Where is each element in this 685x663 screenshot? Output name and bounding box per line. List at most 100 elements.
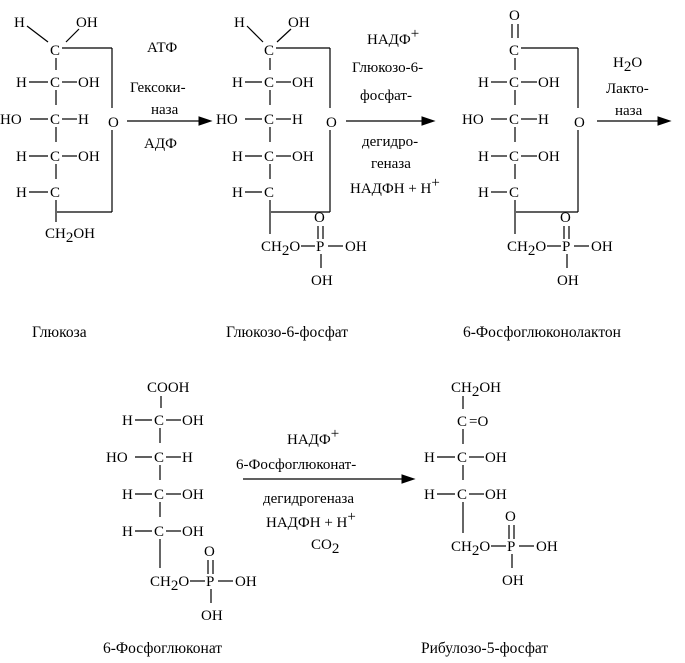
- enzyme-name-part1: Глюкозо-6-: [352, 60, 423, 76]
- atom-oh: OH: [235, 574, 257, 590]
- product-adp: АДФ: [144, 136, 177, 152]
- reaction-g6p-dehydrogenase: НАДФ+ Глюкозо-6- фосфат- дегидро- геназа…: [346, 26, 440, 197]
- cofactor-nadp: НАДФ+: [287, 426, 339, 448]
- atom-h: H: [234, 15, 245, 31]
- caption-ribulose-5-phosphate: Рибулозо-5-фосфат: [421, 640, 548, 657]
- atom-o: O: [204, 544, 215, 560]
- atom-o: O: [509, 8, 520, 24]
- atom-oh: OH: [502, 573, 524, 589]
- atom-ho: HO: [216, 112, 238, 128]
- enzyme-name-part2: фосфат-: [360, 88, 412, 104]
- enzyme-name-part2: наза: [615, 103, 643, 119]
- arrowhead: [421, 116, 436, 126]
- atom-c: C: [50, 149, 60, 165]
- carbonyl-o: =O: [469, 414, 488, 430]
- atom-h: H: [16, 149, 27, 165]
- atom-c: C: [154, 524, 164, 540]
- bond: [276, 28, 292, 43]
- atom-oh: OH: [182, 413, 204, 429]
- group-cooh: COOH: [147, 380, 190, 396]
- atom-oh: OH: [485, 450, 507, 466]
- atom-o: O: [560, 210, 571, 226]
- atom-c: C: [154, 413, 164, 429]
- atom-h: H: [16, 75, 27, 91]
- atom-oh: OH: [292, 75, 314, 91]
- atom-c: C: [509, 112, 519, 128]
- atom-oh: OH: [76, 15, 98, 31]
- atom-o: O: [505, 509, 516, 525]
- phosphogluconate-structure: COOH H C OH HO C H H C OH H C OH CH2O P …: [106, 380, 257, 624]
- atom-oh: OH: [536, 539, 558, 555]
- atom-c: C: [50, 112, 60, 128]
- atom-h: H: [78, 112, 89, 128]
- group-ch2o: CH2O: [150, 574, 189, 594]
- atom-oh: OH: [182, 524, 204, 540]
- phosphogluconolactone-structure: O C O H C OH HO C H H C OH H C CH2O P: [462, 8, 613, 289]
- atom-c: C: [50, 43, 60, 59]
- atom-oh: OH: [538, 149, 560, 165]
- atom-oh: OH: [557, 273, 579, 289]
- atom-c: C: [457, 450, 467, 466]
- atom-c: C: [509, 75, 519, 91]
- atom-c: C: [509, 43, 519, 59]
- atom-c: C: [50, 75, 60, 91]
- group-ch2o: CH2O: [507, 239, 546, 259]
- atom-h: H: [424, 487, 435, 503]
- bond: [65, 28, 80, 43]
- atom-oh: OH: [591, 239, 613, 255]
- atom-ho: HO: [106, 450, 128, 466]
- atom-h: H: [232, 149, 243, 165]
- atom-c: C: [154, 487, 164, 503]
- atom-c: C: [264, 149, 274, 165]
- ring-oxygen: O: [108, 115, 119, 131]
- atom-c: C: [457, 414, 467, 430]
- atom-oh: OH: [345, 239, 367, 255]
- caption-phosphogluconate: 6-Фосфоглюконат: [103, 640, 222, 657]
- atom-p: P: [206, 574, 214, 590]
- reaction-lactonase: Н2O Лакто- наза: [597, 55, 672, 126]
- atom-c: C: [264, 112, 274, 128]
- atom-h: H: [14, 15, 25, 31]
- atom-oh: OH: [78, 149, 100, 165]
- enzyme-name-part2: дегидрогеназа: [263, 491, 354, 507]
- group-ch2o: CH2O: [261, 239, 300, 259]
- ring-oxygen: O: [326, 115, 337, 131]
- atom-h: H: [478, 185, 489, 201]
- atom-h: H: [16, 185, 27, 201]
- reaction-hexokinase: АТФ Гексоки- наза АДФ: [127, 40, 213, 152]
- arrowhead: [198, 116, 213, 126]
- atom-h: H: [122, 487, 133, 503]
- atom-oh: OH: [311, 273, 333, 289]
- atom-c: C: [509, 185, 519, 201]
- atom-p: P: [562, 239, 570, 255]
- atom-oh: OH: [182, 487, 204, 503]
- atom-oh: OH: [78, 75, 100, 91]
- atom-h: H: [538, 112, 549, 128]
- glucose-6-phosphate-structure: H OH C O H C OH HO C H H C OH H C CH2O: [216, 15, 367, 289]
- caption-glucose: Глюкоза: [32, 324, 87, 341]
- enzyme-name-part2: наза: [151, 102, 179, 118]
- atom-oh: OH: [201, 608, 223, 624]
- atom-h: H: [182, 450, 193, 466]
- atom-h: H: [232, 185, 243, 201]
- enzyme-name-part4: геназа: [371, 156, 411, 172]
- product-nadph: НАДФН + Н+: [266, 509, 356, 531]
- atom-h: H: [478, 75, 489, 91]
- enzyme-name-part3: дегидро-: [362, 134, 418, 150]
- atom-oh: OH: [485, 487, 507, 503]
- atom-c: C: [264, 75, 274, 91]
- atom-c: C: [264, 185, 274, 201]
- atom-p: P: [316, 239, 324, 255]
- group-ch2oh: CH2OH: [451, 380, 501, 400]
- atom-h: H: [232, 75, 243, 91]
- bond: [26, 25, 49, 43]
- atom-c: C: [264, 43, 274, 59]
- ring-oxygen: O: [574, 115, 585, 131]
- enzyme-name-part1: 6-Фосфоглюконат-: [236, 457, 356, 473]
- atom-h: H: [122, 524, 133, 540]
- caption-phosphogluconolactone: 6-Фосфоглюконолактон: [463, 324, 621, 341]
- atom-oh: OH: [292, 149, 314, 165]
- reaction-6pg-dehydrogenase: НАДФ+ 6-Фосфоглюконат- дегидрогеназа НАД…: [236, 426, 416, 557]
- atom-h: H: [292, 112, 303, 128]
- atom-c: C: [457, 487, 467, 503]
